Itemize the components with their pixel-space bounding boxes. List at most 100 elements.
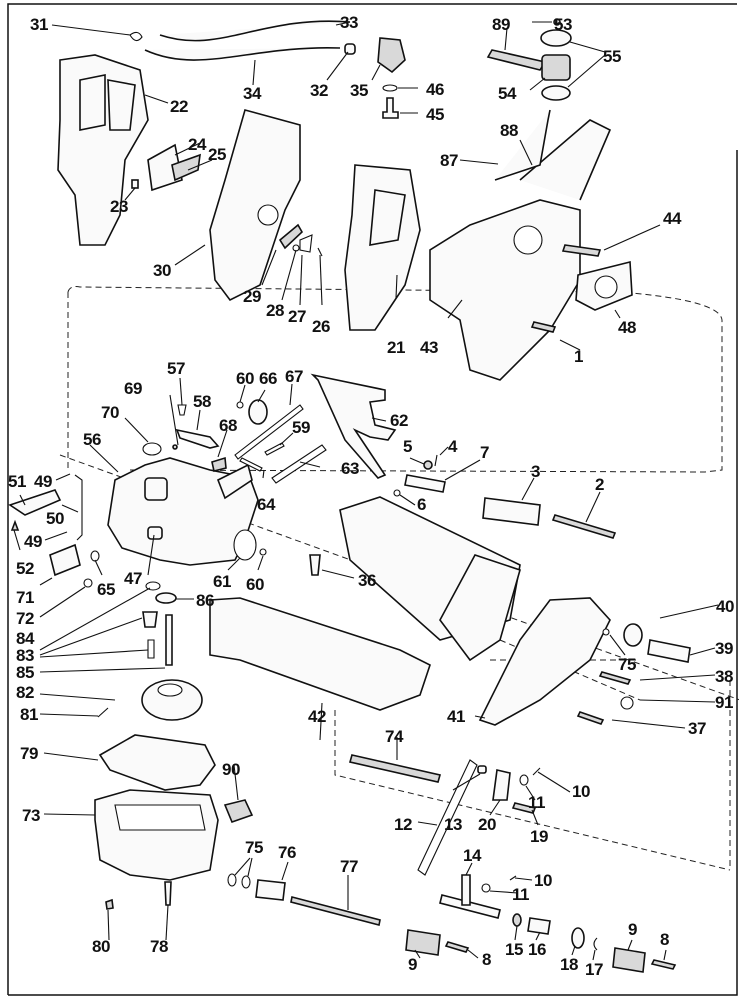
part-82-float-hole bbox=[157, 683, 183, 697]
leader-lines bbox=[13, 21, 719, 961]
callout-63: 63 bbox=[341, 459, 359, 478]
callout-86: 86 bbox=[196, 591, 214, 610]
callout-11b: 11 bbox=[512, 885, 529, 904]
callout-47: 47 bbox=[124, 569, 142, 588]
part-68-spring bbox=[211, 456, 227, 472]
callout-10a: 10 bbox=[572, 782, 590, 801]
callout-64: 64 bbox=[257, 495, 276, 514]
callout-71: 71 bbox=[16, 588, 34, 607]
callout-88: 88 bbox=[500, 121, 518, 140]
part-56-barrel bbox=[144, 477, 168, 501]
part-43-manifold bbox=[429, 199, 581, 381]
callout-9b: 9 bbox=[628, 920, 637, 939]
part-78-screw bbox=[164, 881, 172, 906]
callout-49a: 49 bbox=[34, 472, 52, 491]
callout-69: 69 bbox=[124, 379, 142, 398]
callout-81: 81 bbox=[20, 705, 38, 724]
part-48-hole bbox=[594, 275, 618, 299]
part-11-washer-b bbox=[481, 883, 491, 893]
part-71-bracket bbox=[49, 543, 81, 577]
part-85-needle bbox=[165, 614, 173, 666]
callout-27: 27 bbox=[288, 307, 306, 326]
callout-60b: 60 bbox=[246, 575, 264, 594]
part-65-washer bbox=[90, 550, 100, 562]
part-20-arm bbox=[492, 769, 511, 801]
callout-48: 48 bbox=[618, 318, 636, 337]
callout-58: 58 bbox=[193, 392, 211, 411]
callout-89: 89 bbox=[492, 15, 510, 34]
callout-4: 4 bbox=[448, 437, 458, 456]
part-8-screw-b bbox=[650, 959, 677, 970]
part-75-washer-b bbox=[227, 873, 237, 887]
part-72-screw bbox=[83, 578, 93, 588]
part-40-washer bbox=[623, 623, 643, 647]
part-77-needle bbox=[290, 896, 381, 926]
part-37-screw bbox=[576, 711, 605, 725]
callout-8b: 8 bbox=[660, 930, 669, 949]
part-89-spring bbox=[486, 49, 547, 71]
callout-2: 2 bbox=[595, 475, 604, 494]
part-5-nut bbox=[423, 460, 433, 470]
part-58-lever bbox=[175, 428, 220, 449]
callout-37: 37 bbox=[688, 719, 706, 738]
part-26-screw bbox=[317, 247, 323, 257]
callout-77: 77 bbox=[340, 857, 358, 876]
part-24-reed-plate bbox=[147, 143, 183, 192]
callout-5: 5 bbox=[403, 437, 412, 456]
callout-61: 61 bbox=[213, 572, 231, 591]
callout-76: 76 bbox=[278, 843, 296, 862]
callout-59: 59 bbox=[292, 418, 310, 437]
callout-15: 15 bbox=[505, 940, 523, 959]
callout-83: 83 bbox=[16, 646, 34, 665]
callout-57: 57 bbox=[167, 359, 185, 378]
callout-78: 78 bbox=[150, 937, 168, 956]
part-73-bowl bbox=[94, 789, 219, 881]
part-41-bracket bbox=[478, 597, 611, 726]
part-66-plate bbox=[248, 399, 268, 425]
part-21-gasket bbox=[344, 164, 421, 331]
part-35-valve bbox=[377, 37, 406, 74]
parts bbox=[8, 18, 691, 973]
callout-52: 52 bbox=[16, 559, 34, 578]
callout-30: 30 bbox=[153, 261, 171, 280]
part-60-screw-a bbox=[236, 401, 244, 409]
callout-74: 74 bbox=[385, 727, 404, 746]
part-30-hole bbox=[257, 204, 279, 226]
callout-43: 43 bbox=[420, 338, 438, 357]
part-61-diaphragm bbox=[233, 529, 257, 561]
part-81-pin bbox=[97, 707, 109, 718]
part-10-pin-a bbox=[532, 767, 541, 776]
part-31-clip bbox=[129, 31, 143, 42]
part-43-arm bbox=[519, 119, 612, 201]
callout-10b: 10 bbox=[534, 871, 552, 890]
part-46-washer bbox=[382, 84, 398, 92]
part-43-port bbox=[513, 225, 543, 255]
part-42-housing bbox=[209, 597, 431, 711]
callout-41: 41 bbox=[447, 707, 465, 726]
callout-79: 79 bbox=[20, 744, 38, 763]
part-84-plug bbox=[142, 611, 158, 628]
callout-75b: 75 bbox=[245, 838, 263, 857]
part-8-screw-a bbox=[444, 941, 470, 953]
callout-50: 50 bbox=[46, 509, 64, 528]
part-55-base bbox=[541, 85, 571, 101]
part-55-cap bbox=[540, 29, 572, 47]
part-29-clip bbox=[278, 223, 304, 250]
callout-87: 87 bbox=[440, 151, 458, 170]
part-50-rod bbox=[74, 474, 83, 541]
callout-45: 45 bbox=[426, 105, 444, 124]
callout-67: 67 bbox=[285, 367, 303, 386]
part-34-hose bbox=[144, 47, 341, 61]
callout-14: 14 bbox=[463, 846, 482, 865]
callout-90: 90 bbox=[222, 760, 240, 779]
part-62-lever bbox=[310, 373, 397, 479]
part-86-nut bbox=[155, 592, 177, 604]
part-11-washer-a bbox=[519, 774, 529, 786]
part-14-arm bbox=[461, 874, 471, 906]
part-64-pin bbox=[239, 457, 263, 472]
callout-3: 3 bbox=[531, 462, 540, 481]
part-32-cap bbox=[344, 43, 356, 55]
callout-54: 54 bbox=[498, 84, 517, 103]
callout-1: 1 bbox=[574, 347, 583, 366]
part-45-screw bbox=[382, 97, 399, 119]
